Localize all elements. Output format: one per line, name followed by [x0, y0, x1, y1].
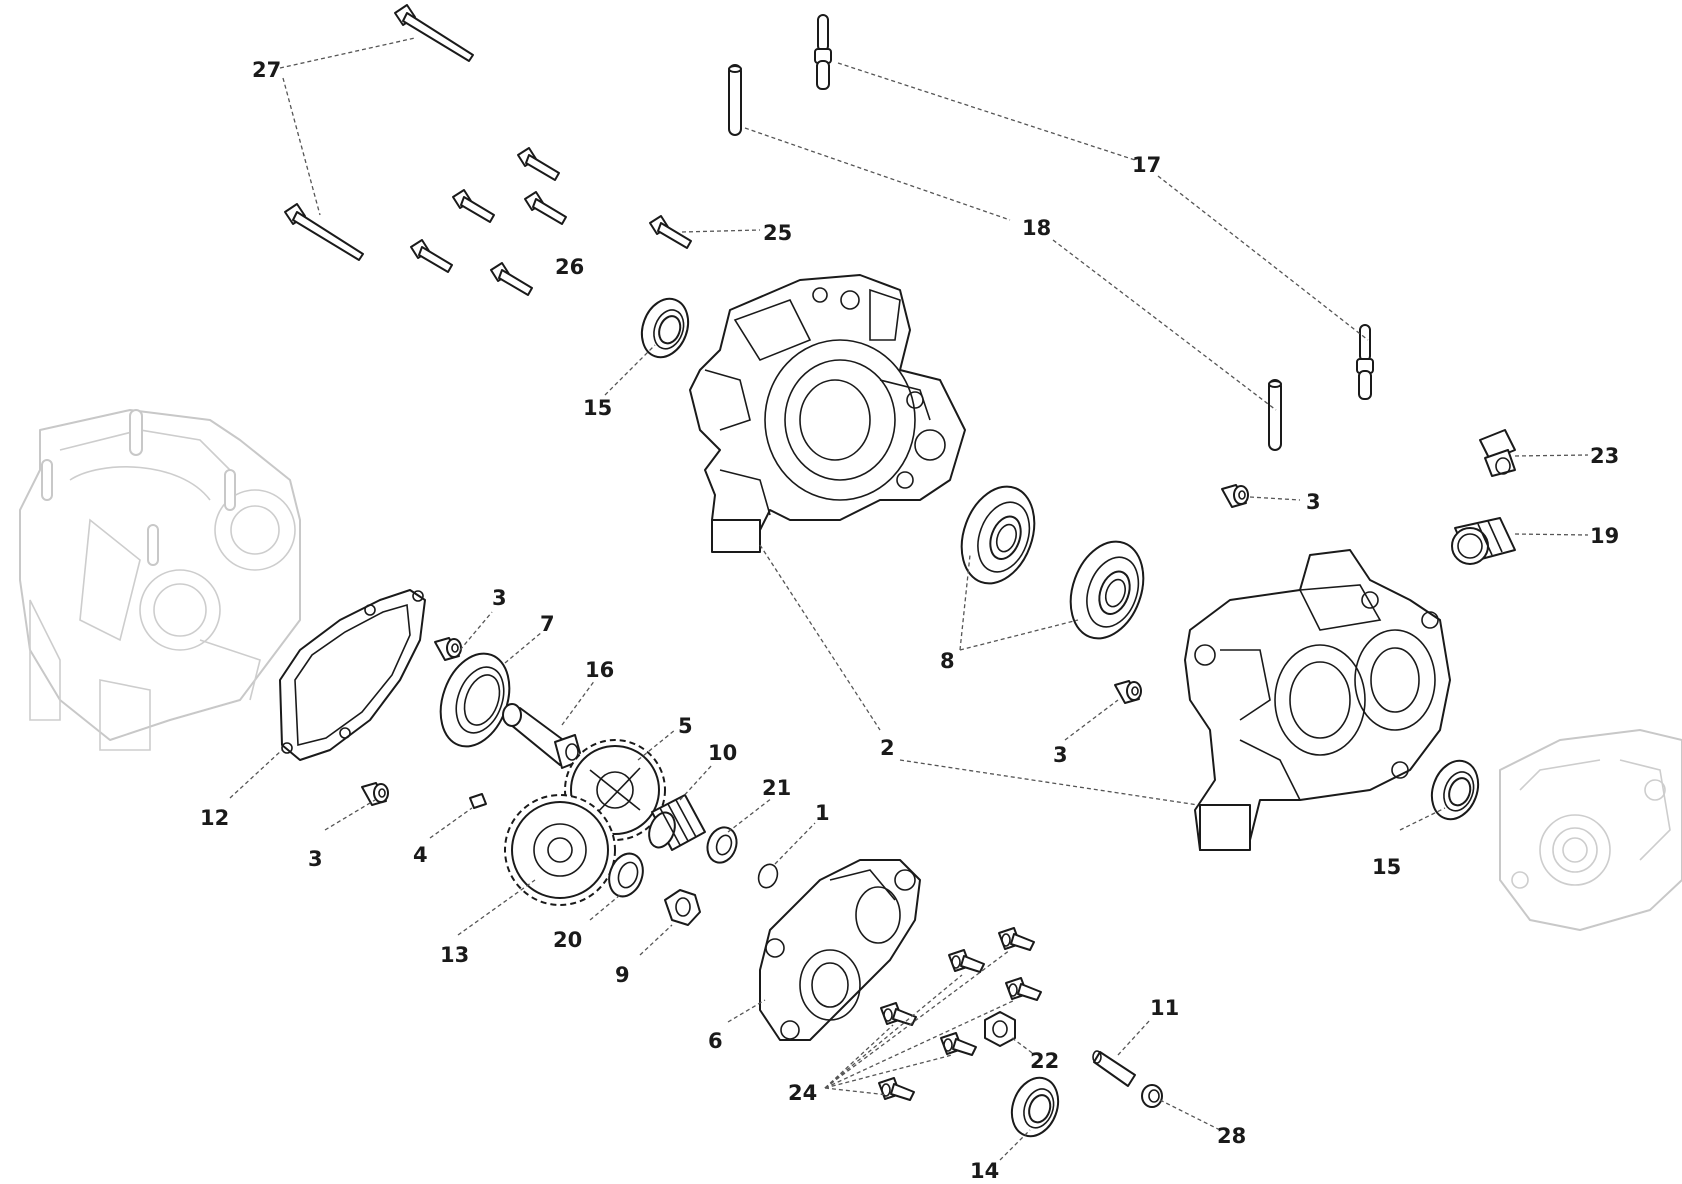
callout-2: 2 — [880, 736, 895, 760]
callout-22: 22 — [1030, 1049, 1059, 1073]
bolt-26-c — [524, 191, 567, 225]
callout-14: 14 — [970, 1159, 999, 1183]
main-bearing-8-lower — [1056, 530, 1158, 650]
callout-15-lower: 15 — [1372, 855, 1401, 879]
needle-bearing-10 — [648, 794, 706, 851]
bolt-26-d — [410, 239, 453, 273]
dowel-pin-18-upper — [728, 64, 742, 136]
bushing-3-b — [1114, 680, 1142, 704]
callout-labels: 27 17 18 25 26 15 23 3 19 8 3 7 16 5 10 … — [200, 58, 1619, 1183]
callout-4: 4 — [413, 843, 428, 867]
screw-24-f — [878, 1077, 915, 1101]
callout-5: 5 — [678, 714, 693, 738]
fitting-23 — [1479, 429, 1516, 477]
bolt-26-e — [490, 262, 533, 296]
screw-24-d — [880, 1002, 917, 1026]
bolt-27-upper — [394, 4, 474, 62]
bushing-3-d — [361, 782, 389, 806]
callout-7: 7 — [540, 612, 555, 636]
oil-seal-15-lower — [1423, 753, 1487, 827]
plug-28 — [1141, 1084, 1163, 1108]
callout-23: 23 — [1590, 444, 1619, 468]
bolt-26-a — [517, 147, 560, 181]
callout-6: 6 — [708, 1029, 723, 1053]
nut-22 — [984, 1011, 1016, 1047]
stud-17-upper — [814, 14, 832, 90]
spacer-21 — [706, 826, 738, 864]
callout-19: 19 — [1590, 524, 1619, 548]
screw-24-b — [948, 949, 985, 973]
crankcase-right-half — [1184, 549, 1451, 851]
callout-9: 9 — [615, 963, 630, 987]
main-bearing-8-upper — [947, 475, 1049, 595]
key-4 — [469, 793, 487, 809]
callout-3-b: 3 — [1053, 743, 1068, 767]
callout-25: 25 — [763, 221, 792, 245]
screw-24-c — [1005, 977, 1042, 1001]
bearing-14 — [1003, 1070, 1067, 1144]
callout-27: 27 — [252, 58, 281, 82]
gear-13 — [504, 794, 616, 906]
oil-seal-15-upper — [633, 291, 697, 365]
circlip-1 — [757, 863, 779, 889]
shaft-16 — [502, 703, 583, 769]
timing-cover — [759, 859, 921, 1041]
callout-1: 1 — [815, 801, 830, 825]
nut-9 — [664, 889, 701, 926]
callout-3-d: 3 — [308, 847, 323, 871]
callout-8: 8 — [940, 649, 955, 673]
callout-16: 16 — [585, 658, 614, 682]
callout-24: 24 — [788, 1081, 817, 1105]
callout-21: 21 — [762, 776, 791, 800]
crankcase-left-half — [689, 274, 966, 553]
dowel-pin-18-lower — [1268, 379, 1282, 451]
ghost-left-assembly — [19, 409, 301, 751]
leader-lines — [229, 37, 1589, 1161]
bolt-26-b — [452, 189, 495, 223]
callout-3-c: 3 — [492, 586, 507, 610]
callout-3-a: 3 — [1306, 490, 1321, 514]
callout-17: 17 — [1132, 153, 1161, 177]
stud-17-lower — [1356, 324, 1374, 400]
callout-12: 12 — [200, 806, 229, 830]
fitting-19 — [1451, 517, 1516, 565]
callout-28: 28 — [1217, 1124, 1246, 1148]
washer-20 — [608, 852, 644, 898]
bushing-3-c — [434, 637, 462, 661]
callout-11: 11 — [1150, 996, 1179, 1020]
screw-24-e — [940, 1032, 977, 1056]
gasket — [279, 589, 426, 761]
callout-13: 13 — [440, 943, 469, 967]
ghost-right-cover — [1499, 729, 1682, 931]
screw-24-a — [998, 927, 1035, 951]
bushing-3-a — [1221, 484, 1249, 508]
callout-18: 18 — [1022, 216, 1051, 240]
bolt-27-lower — [284, 203, 364, 261]
callout-20: 20 — [553, 928, 582, 952]
callout-10: 10 — [708, 741, 737, 765]
pin-11 — [1092, 1050, 1136, 1087]
callout-15-upper: 15 — [583, 396, 612, 420]
callout-26: 26 — [555, 255, 584, 279]
